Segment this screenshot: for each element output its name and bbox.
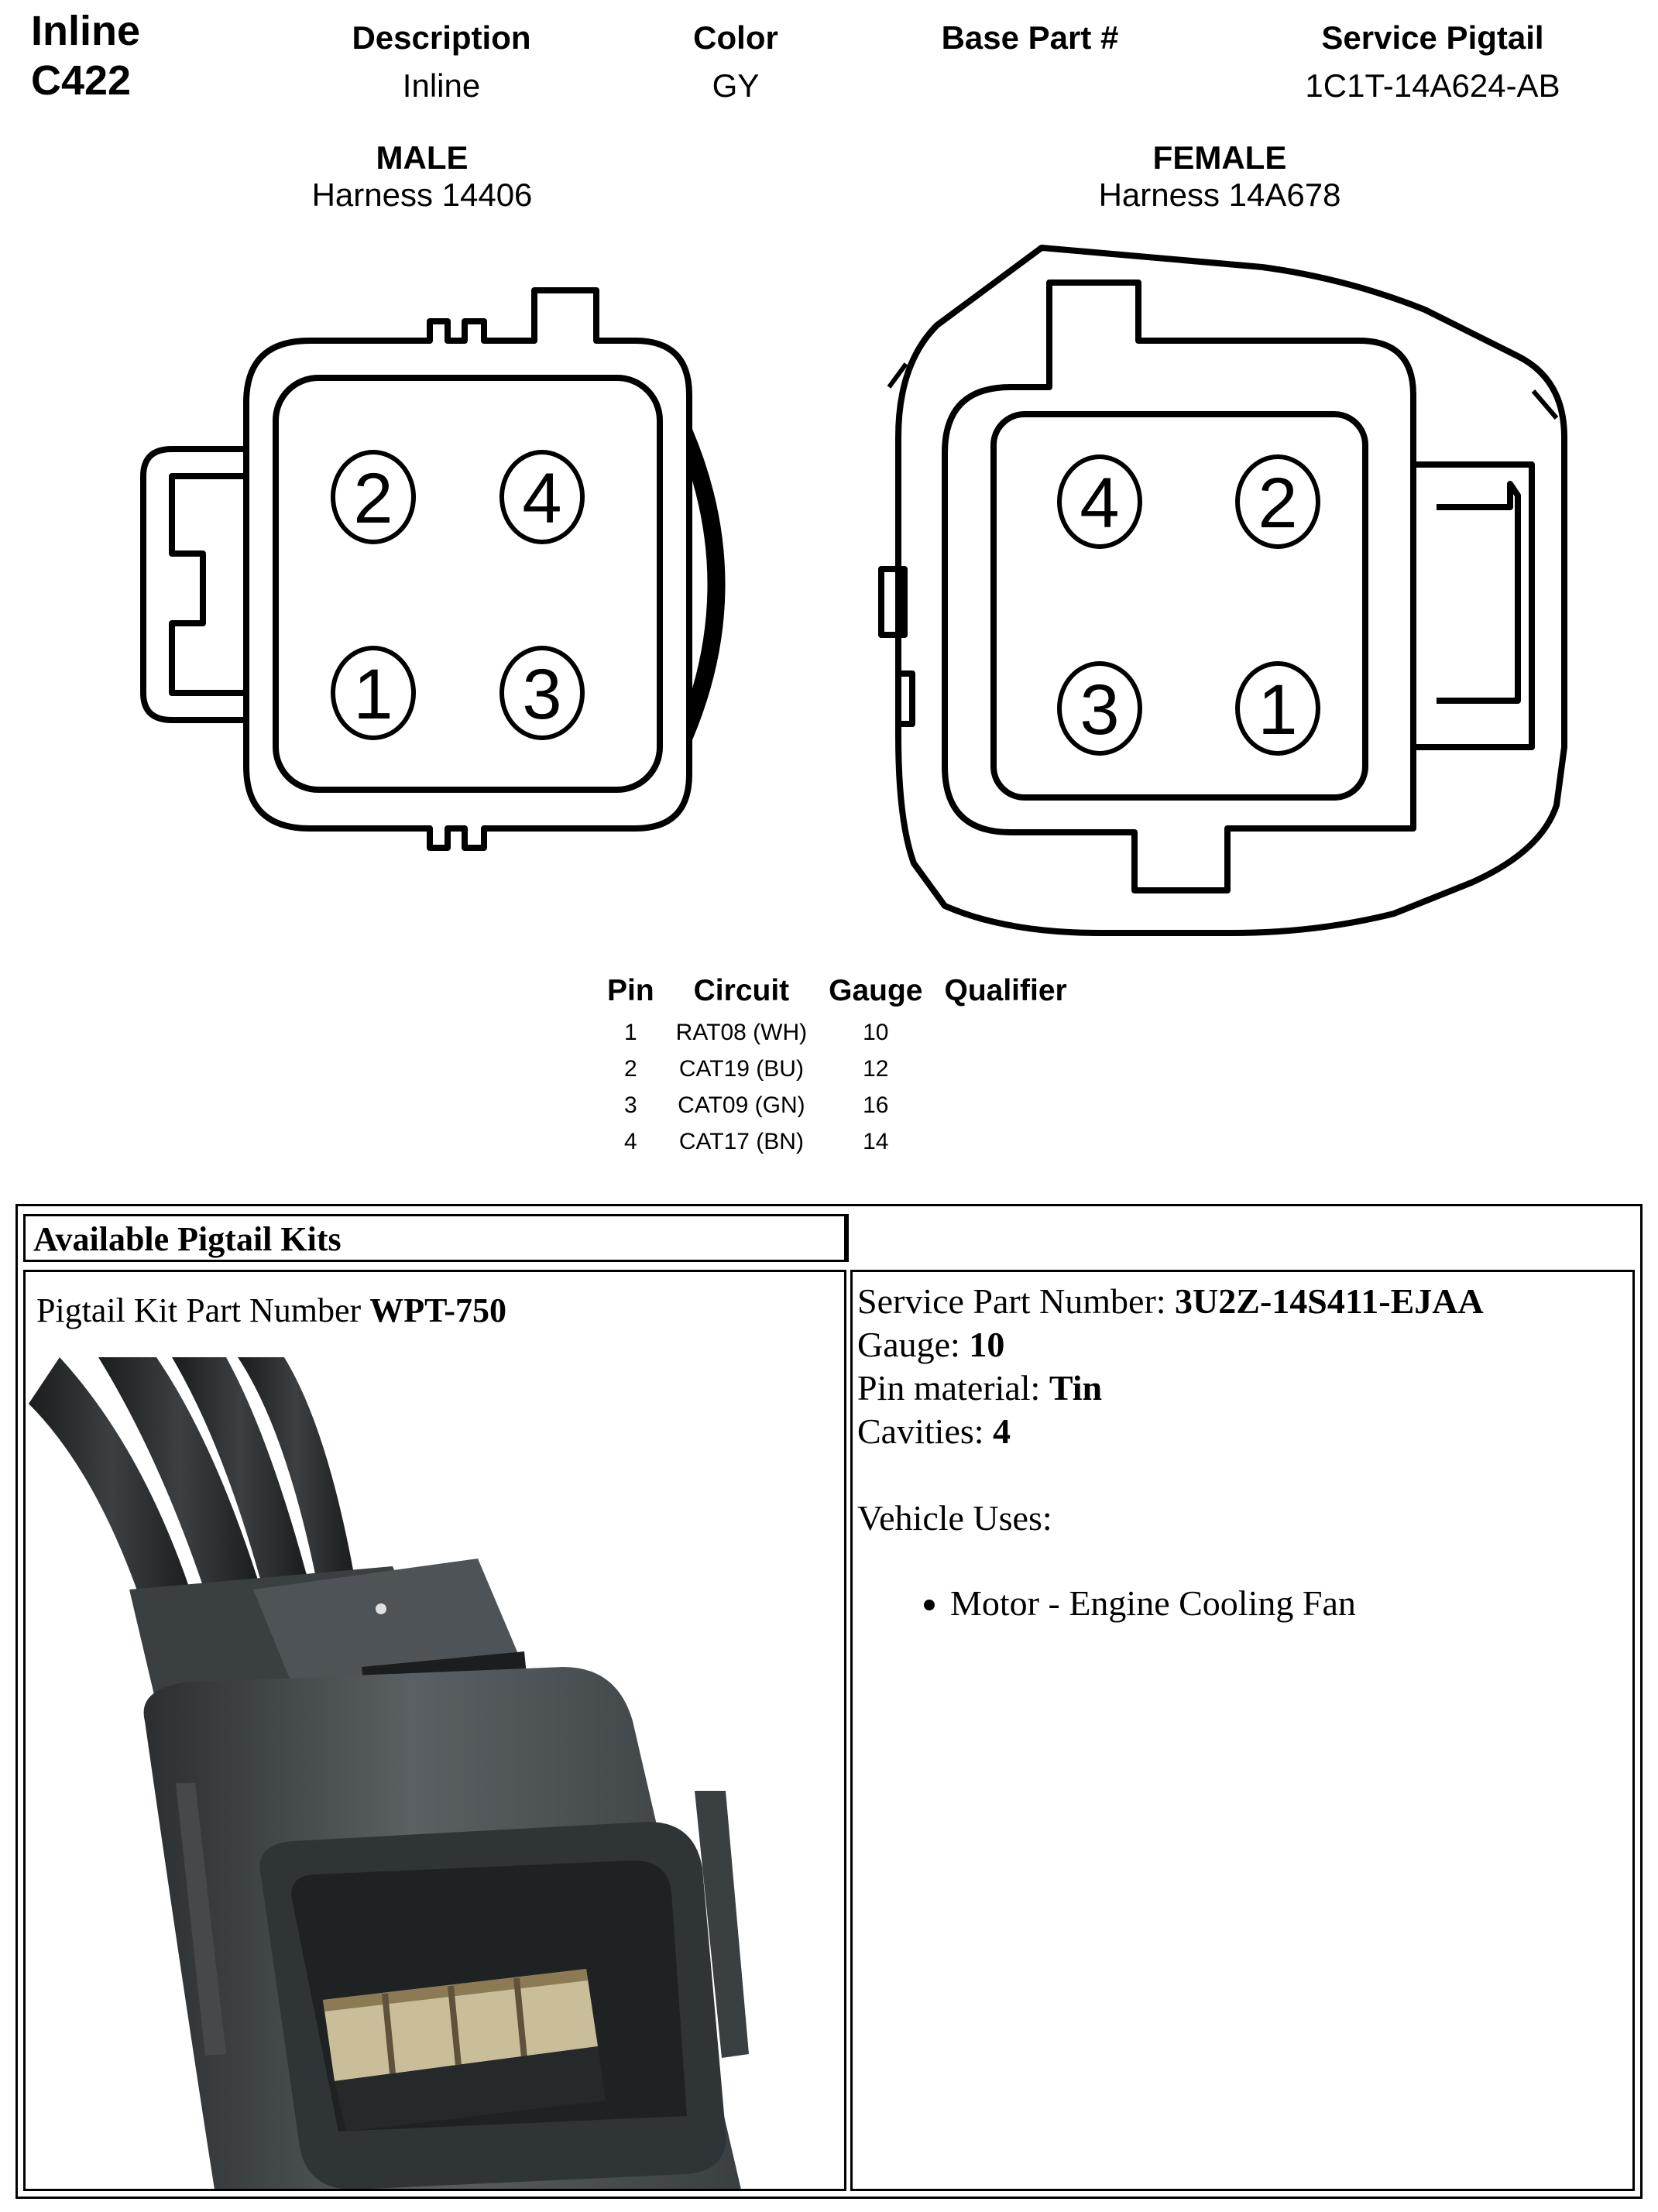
- circuit-cell: RAT08 (WH): [675, 1019, 808, 1045]
- circuit-cell: CAT17 (BN): [678, 1128, 804, 1154]
- gauge-cell: 16: [863, 1092, 889, 1118]
- pin-cell: 2: [623, 1055, 637, 1082]
- service-pigtail-column: Service Pigtail 1C1T-14A624-AB: [1286, 14, 1580, 110]
- connector-title: Inline C422: [31, 6, 140, 105]
- gauge-line: Gauge: 10: [857, 1323, 1628, 1367]
- male-pin-number: 2: [353, 459, 393, 538]
- gauge-value: 10: [969, 1325, 1005, 1364]
- service-pigtail-label: Service Pigtail: [1321, 19, 1544, 56]
- male-connector-outline: [140, 287, 726, 851]
- male-harness: Harness 14406: [311, 177, 533, 213]
- cavities-label: Cavities:: [857, 1411, 984, 1451]
- connector-drawing: 2 4 1 3 4 2 3 1: [140, 245, 1567, 936]
- male-label: MALE: [376, 139, 469, 176]
- female-pin-circles: [1057, 454, 1320, 756]
- male-pin-number: 3: [522, 655, 561, 734]
- qualifier-cell: [934, 1087, 1078, 1123]
- gauge-label: Gauge:: [857, 1325, 960, 1364]
- male-pin-circles: [331, 450, 585, 740]
- connector-id: C422: [31, 57, 132, 104]
- male-pin-number: 4: [522, 459, 561, 538]
- table-row: 1 RAT08 (WH) 10: [596, 1014, 1078, 1051]
- pigtail-spec-cell: Service Part Number: 3U2Z-14S411-EJAA Ga…: [850, 1270, 1635, 2191]
- female-harness: Harness 14A678: [1098, 177, 1341, 213]
- kits-header-right-cell: [846, 1214, 1635, 1262]
- kits-title: Available Pigtail Kits: [23, 1214, 846, 1262]
- base-part-label: Base Part #: [941, 19, 1119, 56]
- color-label: Color: [693, 19, 778, 56]
- pin-column-header: Pin: [607, 974, 654, 1007]
- service-pigtail-value: 1C1T-14A624-AB: [1305, 67, 1560, 104]
- pin-cell: 1: [623, 1019, 637, 1045]
- circuit-column-header: Circuit: [693, 974, 790, 1007]
- kit-part-number: WPT-750: [369, 1291, 507, 1329]
- gauge-column-header: Gauge: [829, 974, 923, 1007]
- circuit-cell: CAT09 (GN): [678, 1092, 805, 1118]
- female-connector-outline: [878, 245, 1567, 936]
- gauge-cell: 12: [863, 1055, 889, 1082]
- list-item: Motor - Engine Cooling Fan: [950, 1582, 1628, 1625]
- gauge-cell: 14: [863, 1128, 889, 1154]
- description-column: Description Inline: [333, 14, 550, 110]
- male-pin-number: 1: [353, 655, 393, 734]
- pigtail-kit-cell: Pigtail Kit Part Number WPT-750: [23, 1270, 846, 2191]
- vehicle-uses-list: Motor - Engine Cooling Fan: [857, 1582, 1628, 1625]
- cavities-value: 4: [993, 1411, 1011, 1451]
- male-title: MALE Harness 14406: [267, 139, 577, 214]
- female-pin-number: 4: [1080, 464, 1119, 543]
- pin-material-label: Pin material:: [857, 1368, 1041, 1408]
- pin-material-line: Pin material: Tin: [857, 1367, 1628, 1410]
- pigtail-connector-image: [29, 1357, 749, 2189]
- kit-part-number-line: Pigtail Kit Part Number WPT-750: [36, 1289, 506, 1332]
- color-column: Color GY: [658, 14, 813, 110]
- pin-table-header: Pin Circuit Gauge Qualifier: [596, 974, 1078, 1014]
- female-pin-number: 3: [1080, 670, 1119, 749]
- table-row: 3 CAT09 (GN) 16: [596, 1087, 1078, 1123]
- circuit-cell: CAT19 (BU): [678, 1055, 804, 1082]
- vehicle-uses-label: Vehicle Uses:: [857, 1498, 1052, 1538]
- service-part-number: 3U2Z-14S411-EJAA: [1175, 1281, 1484, 1321]
- description-label: Description: [352, 19, 531, 56]
- female-title: FEMALE Harness 14A678: [1065, 139, 1375, 214]
- qualifier-cell: [934, 1051, 1078, 1087]
- pin-table: Pin Circuit Gauge Qualifier 1 RAT08 (WH)…: [596, 974, 1078, 1160]
- base-part-column: Base Part #: [914, 14, 1146, 62]
- pin-cell: 4: [623, 1128, 637, 1154]
- gauge-cell: 10: [863, 1019, 889, 1045]
- description-value: Inline: [402, 67, 481, 104]
- qualifier-column-header: Qualifier: [944, 974, 1067, 1007]
- color-value: GY: [712, 67, 760, 104]
- table-row: 4 CAT17 (BN) 14: [596, 1123, 1078, 1160]
- female-pin-number: 2: [1258, 464, 1297, 543]
- qualifier-cell: [934, 1123, 1078, 1160]
- table-row: 2 CAT19 (BU) 12: [596, 1051, 1078, 1087]
- female-pin-number: 1: [1258, 670, 1297, 749]
- service-part-line: Service Part Number: 3U2Z-14S411-EJAA: [857, 1280, 1628, 1323]
- connector-type: Inline: [31, 8, 141, 54]
- cavities-line: Cavities: 4: [857, 1410, 1628, 1453]
- qualifier-cell: [934, 1014, 1078, 1051]
- service-part-label: Service Part Number:: [857, 1281, 1166, 1321]
- female-label: FEMALE: [1152, 139, 1287, 176]
- kit-part-label: Pigtail Kit Part Number: [36, 1291, 362, 1329]
- pin-cell: 3: [623, 1092, 637, 1118]
- pin-material-value: Tin: [1049, 1368, 1103, 1408]
- pigtail-kits-panel: [15, 1204, 1643, 2199]
